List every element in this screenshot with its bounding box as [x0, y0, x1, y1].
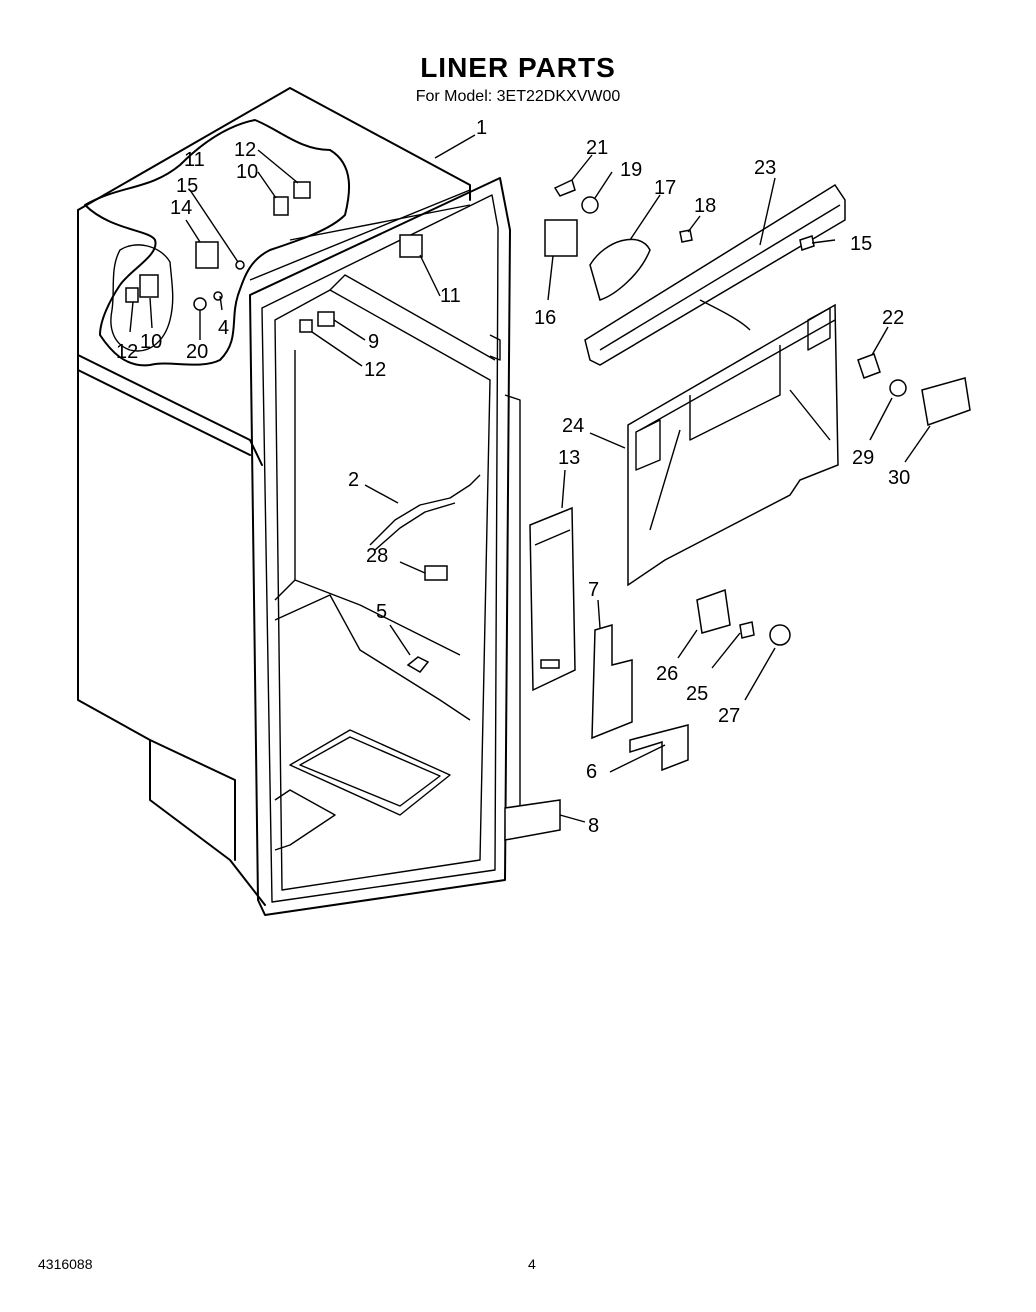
callout-16: 16 — [534, 307, 556, 329]
page-number: 4 — [528, 1256, 536, 1272]
callout-10-left: 10 — [140, 331, 162, 353]
part-21-screw — [553, 178, 576, 197]
part-16-motor — [544, 219, 578, 257]
callout-17: 17 — [654, 177, 676, 199]
callout-13: 13 — [558, 447, 580, 469]
part-2-wire-harness — [369, 474, 481, 546]
callout-22: 22 — [882, 307, 904, 329]
callout-26: 26 — [656, 663, 678, 685]
part-27-knob — [769, 624, 791, 646]
part-10-clip — [273, 196, 289, 216]
part-19-grommet — [581, 196, 599, 214]
part-5-thermostat — [406, 656, 430, 673]
callout-11-right: 11 — [440, 285, 461, 307]
part-29-bulb — [889, 379, 907, 397]
part-7-plate — [591, 623, 633, 740]
callout-19: 19 — [620, 159, 642, 181]
callout-12-top: 12 — [234, 139, 256, 161]
callout-9: 9 — [368, 331, 379, 353]
callout-12-left: 12 — [116, 341, 138, 363]
callout-20: 20 — [186, 341, 208, 363]
callout-23: 23 — [754, 157, 776, 179]
part-12-clip-liner — [299, 319, 313, 333]
fan-motor-assembly — [544, 178, 815, 301]
part-25-screw — [739, 621, 755, 639]
callout-29: 29 — [852, 447, 874, 469]
part-20-screw — [193, 297, 207, 311]
callout-24: 24 — [562, 415, 584, 437]
part-17-fan-blade — [589, 238, 651, 301]
callout-6: 6 — [586, 761, 597, 783]
part-9-clip — [317, 311, 335, 327]
light-assembly — [696, 353, 971, 646]
callout-15-right: 15 — [850, 233, 872, 255]
part-15-screw-right — [799, 235, 815, 251]
callout-5: 5 — [376, 601, 387, 623]
callout-1: 1 — [476, 117, 487, 139]
callout-28: 28 — [366, 545, 388, 567]
part-24-evaporator-cover — [627, 303, 839, 587]
part-12-clip-lower — [125, 287, 139, 303]
cutaway-regions — [84, 119, 351, 367]
callout-14: 14 — [170, 197, 192, 219]
part-10-clip-lower — [139, 274, 159, 298]
callout-30: 30 — [888, 467, 910, 489]
callout-15-left: 15 — [176, 175, 198, 197]
callout-12-liner: 12 — [364, 359, 386, 381]
callout-11-top: 11 — [184, 149, 205, 171]
part-15-screw — [235, 260, 245, 270]
part-6-bracket — [629, 724, 689, 772]
document-number: 4316088 — [38, 1256, 93, 1272]
part-22-socket — [857, 353, 881, 379]
cabinet-part-1 — [77, 87, 521, 916]
callout-8: 8 — [588, 815, 599, 837]
cabinet-small-parts — [369, 474, 481, 673]
part-8-strip — [504, 799, 561, 841]
callout-10-top: 10 — [236, 161, 258, 183]
callout-21: 21 — [586, 137, 608, 159]
callout-2: 2 — [348, 469, 359, 491]
page-title: LINER PARTS — [420, 52, 616, 83]
part-28-connector — [424, 565, 448, 581]
callout-25: 25 — [686, 683, 708, 705]
part-11-bracket — [399, 234, 423, 258]
callout-27: 27 — [718, 705, 740, 727]
callout-7: 7 — [588, 579, 599, 601]
part-12-clip — [293, 181, 311, 199]
cutaway-small-parts — [125, 181, 423, 333]
callout-labels: 1 2 4 5 6 7 8 9 10 10 11 11 12 12 12 13 … — [116, 117, 910, 837]
part-13-channel — [529, 506, 576, 692]
part-18-screw — [679, 229, 693, 243]
callout-4: 4 — [218, 317, 229, 339]
model-subtitle: For Model: 3ET22DKXVW00 — [415, 88, 621, 105]
leader-lines — [129, 134, 931, 823]
part-23-rail — [584, 183, 846, 366]
part-30-light-shield — [921, 377, 971, 427]
part-26-bracket — [696, 588, 731, 634]
part-14-bracket — [195, 241, 219, 269]
callout-18: 18 — [694, 195, 716, 217]
